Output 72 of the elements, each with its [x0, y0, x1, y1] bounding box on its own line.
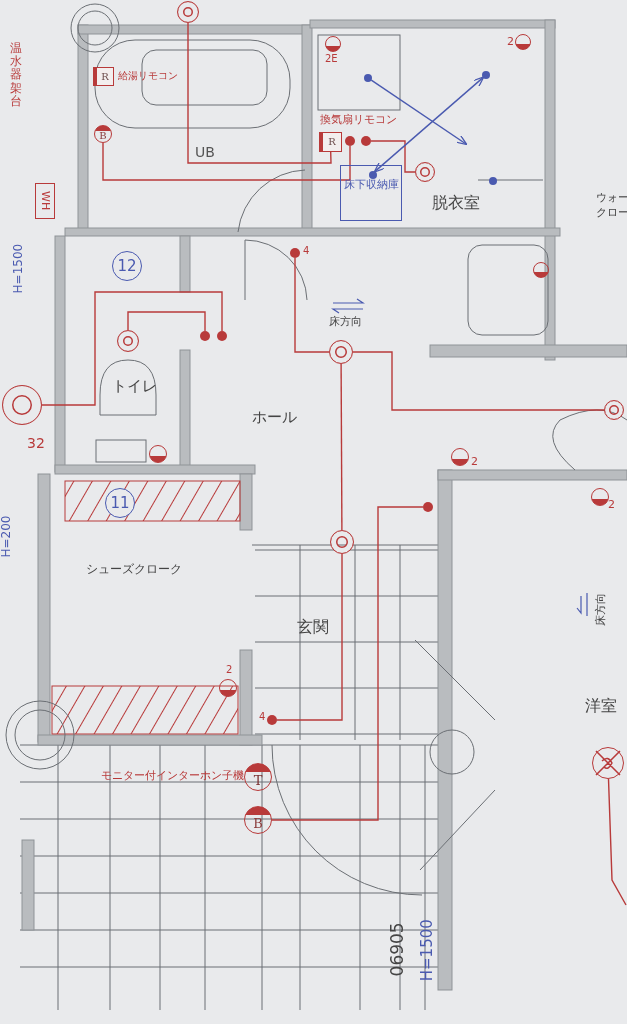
outlet-symbol [533, 262, 549, 278]
outlet-symbol [515, 34, 531, 50]
room-label: シューズクローク [86, 563, 182, 577]
wiring-line [294, 257, 330, 353]
light-symbol [2, 385, 42, 425]
room-label: トイレ [112, 378, 157, 395]
height-note: H=200 [0, 515, 14, 558]
direction-note: 床方向 [595, 592, 608, 626]
height-note: H=1500 [418, 919, 436, 982]
water-heater-box: WH [35, 183, 55, 219]
outlet-symbol [591, 488, 609, 506]
downlight-dot [489, 177, 497, 185]
remote-control-symbol: R [93, 67, 114, 86]
quantity-label: 4 [259, 711, 266, 722]
switch-dot [345, 136, 355, 146]
floor-storage-hatch [340, 165, 402, 221]
arrow [370, 79, 468, 146]
room-label: 脱衣室 [432, 194, 480, 212]
downlight-dot [364, 74, 372, 82]
switch-dot [217, 331, 227, 341]
switch-dot [361, 136, 371, 146]
quantity-label: 32 [27, 436, 45, 452]
switch-dot [290, 248, 300, 258]
outlet-symbol [451, 448, 469, 466]
quantity-label: 2 [471, 456, 478, 469]
arrow [373, 76, 485, 173]
room-label: 洋室 [585, 697, 617, 715]
storage-label: 床下収納庫 [343, 179, 399, 190]
ceiling-light-symbol [117, 330, 139, 352]
switch-dot [267, 715, 277, 725]
direction-note: 床方向 [329, 316, 362, 329]
quantity-label: 2 [507, 36, 514, 49]
ceiling-light-symbol [330, 530, 354, 554]
room-label: UB [195, 145, 215, 161]
circled-number: 12 [112, 251, 142, 281]
wiring-line [607, 778, 627, 906]
wiring-line [370, 140, 416, 173]
quantity-label: 2 [226, 664, 233, 675]
ceiling-light-symbol [415, 162, 435, 182]
light-symbol: B [244, 806, 272, 834]
switch-dot [423, 502, 433, 512]
intercom-symbol: T [244, 763, 272, 791]
wiring-line [352, 351, 605, 411]
downlight-dot [482, 71, 490, 79]
outlet-symbol [219, 679, 237, 697]
wiring-line [41, 291, 223, 406]
wiring-line [340, 363, 343, 531]
quantity-label: 2 [608, 499, 615, 512]
outlet-symbol [325, 36, 341, 52]
remote-control-symbol: R [319, 132, 342, 152]
wiring-line [127, 311, 206, 332]
ceiling-light-symbol [177, 1, 199, 23]
wiring-line [102, 142, 351, 181]
room-label: 温水器架台 [10, 42, 23, 108]
wiring-line [187, 22, 332, 164]
room-label: 玄関 [297, 618, 329, 636]
light-symbol: B [94, 125, 112, 143]
device-label: 給湯リモコン [118, 70, 178, 81]
quantity-label: 4 [303, 245, 310, 256]
device-label: 換気扇リモコン [320, 114, 397, 127]
height-note: H=1500 [12, 243, 26, 294]
switch-dot [200, 331, 210, 341]
wiring-line [276, 553, 343, 721]
ceiling-light-symbol [604, 400, 624, 420]
quantity-label: 2E [325, 53, 338, 64]
room-label: ホール [252, 409, 297, 426]
downlight-dot [369, 171, 377, 179]
outlet-symbol [149, 445, 167, 463]
ceiling-light-symbol [329, 340, 353, 364]
drawing-number: 06905 [387, 922, 407, 977]
device-label: モニター付インターホン子機 [101, 770, 244, 782]
wiring-line [271, 506, 424, 821]
